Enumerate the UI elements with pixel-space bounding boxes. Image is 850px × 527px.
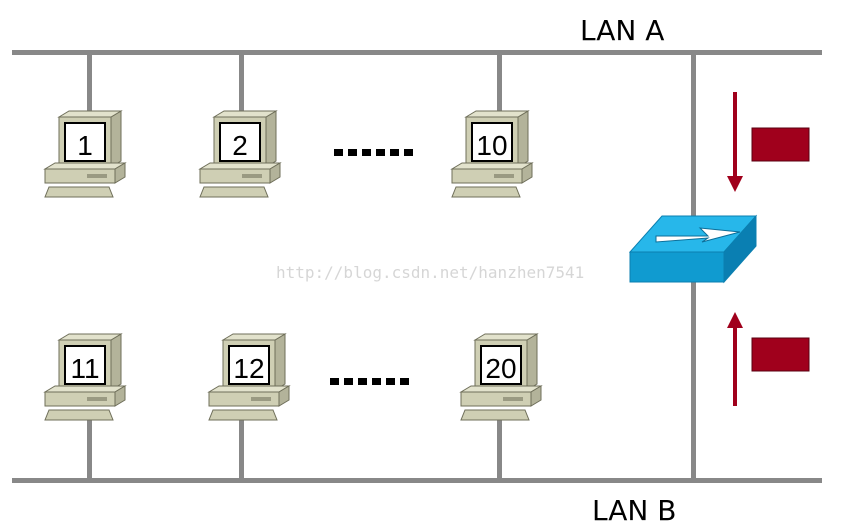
drop-cable [497,412,502,480]
ellipsis-dots-top [334,149,413,156]
arrow-down-icon [727,92,743,192]
drop-cable [239,53,244,115]
switch-icon [628,214,758,284]
computer-20: 20 [460,333,542,421]
computer-1: 1 [44,110,126,198]
switch-arrow-icon [655,227,741,243]
computer-label: 20 [485,353,516,384]
computer-label: 11 [70,353,99,384]
drop-cable [87,53,92,115]
computer-label: 1 [77,130,93,161]
computer-label: 12 [233,353,264,384]
arrow-up-icon [727,312,743,406]
computer-12: 12 [208,333,290,421]
computer-2: 2 [199,110,281,198]
computer-11: 11 [44,333,126,421]
computer-10: 10 [451,110,533,198]
frame-icon [751,127,810,162]
lan-a-bus [12,50,822,55]
ellipsis-dots-bottom [330,378,409,385]
frame-icon [751,337,810,372]
drop-cable [87,412,92,480]
drop-cable [497,53,502,115]
drop-cable [239,412,244,480]
watermark-text: http://blog.csdn.net/hanzhen7541 [276,263,584,282]
lan-b-bus [12,478,822,483]
computer-label: 10 [476,130,507,161]
lan-a-label: LAN A [580,14,664,47]
lan-b-label: LAN B [592,494,676,527]
computer-label: 2 [232,130,248,161]
